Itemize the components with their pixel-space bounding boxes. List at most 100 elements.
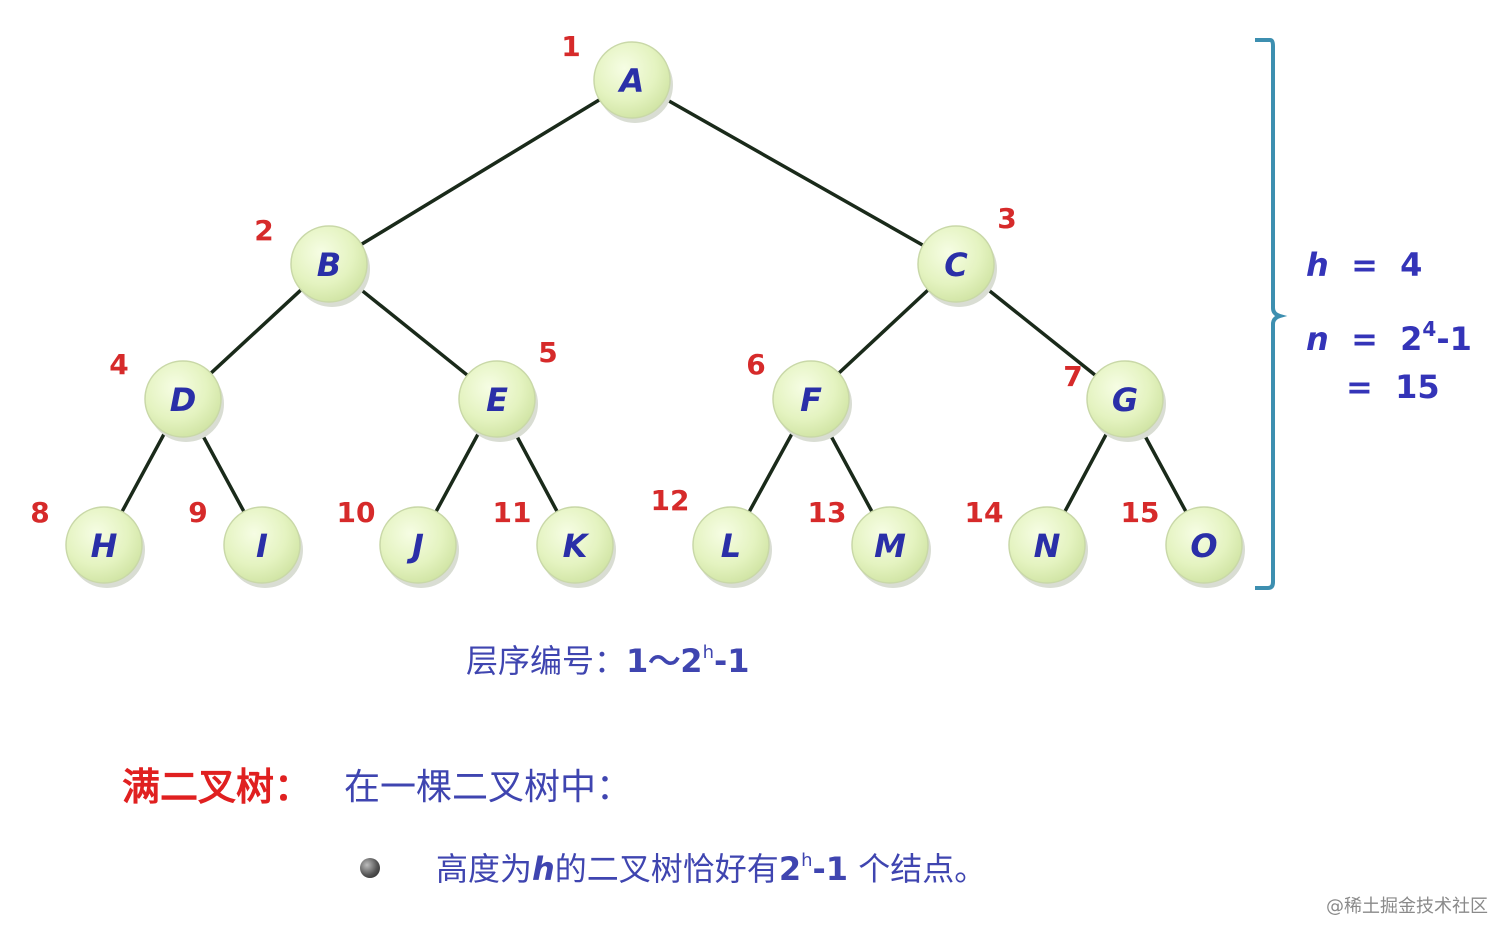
edge-a-b bbox=[359, 97, 602, 247]
node-index-9: 9 bbox=[188, 496, 207, 529]
n-exponent: 4 bbox=[1422, 317, 1437, 341]
node-circle bbox=[223, 506, 301, 584]
node-index-2: 2 bbox=[254, 214, 273, 247]
bullet-icon bbox=[360, 858, 380, 878]
node-g: G bbox=[1086, 360, 1166, 442]
level-order-caption: 层序编号：1～2h-1 bbox=[466, 636, 750, 682]
edge-d-i bbox=[199, 430, 246, 514]
bullet-part2: 的二叉树恰好有 bbox=[554, 850, 779, 888]
n2-equals: = bbox=[1346, 368, 1373, 406]
edge-g-n bbox=[1063, 430, 1109, 514]
node-circle bbox=[1008, 506, 1086, 584]
node-circle bbox=[536, 506, 614, 584]
caption-range-tail: -1 bbox=[713, 642, 750, 680]
n-base: 2 bbox=[1400, 320, 1423, 358]
node-h: H bbox=[65, 506, 145, 588]
node-index-3: 3 bbox=[997, 202, 1016, 235]
edge-a-c bbox=[663, 97, 925, 247]
node-circle bbox=[851, 506, 929, 584]
tree-edges bbox=[120, 97, 1188, 514]
node-circle bbox=[290, 225, 368, 303]
node-e: E bbox=[458, 360, 538, 442]
node-n: N bbox=[1008, 506, 1088, 588]
node-o: O bbox=[1165, 506, 1245, 588]
node-a: A bbox=[593, 41, 673, 123]
caption-label: 层序编号： bbox=[466, 642, 627, 680]
n-variable: n bbox=[1306, 320, 1329, 358]
node-label: O bbox=[1190, 527, 1217, 565]
node-circle bbox=[65, 506, 143, 584]
edge-b-d bbox=[209, 288, 303, 375]
node-index-13: 13 bbox=[808, 496, 847, 529]
bullet-part3: 个结点。 bbox=[848, 850, 987, 888]
node-index-14: 14 bbox=[965, 496, 1004, 529]
node-index-6: 6 bbox=[746, 348, 765, 381]
node-label: N bbox=[1034, 527, 1061, 565]
edge-f-l bbox=[747, 430, 795, 514]
node-f: F bbox=[772, 360, 852, 442]
h-value: 4 bbox=[1400, 246, 1423, 284]
right-brace bbox=[1255, 38, 1288, 590]
node-index-7: 7 bbox=[1063, 360, 1082, 393]
node-index-15: 15 bbox=[1121, 496, 1160, 529]
node-index-4: 4 bbox=[109, 348, 128, 381]
edge-d-h bbox=[120, 430, 167, 514]
edge-c-g bbox=[983, 285, 1098, 378]
edge-g-o bbox=[1141, 430, 1188, 514]
node-label: K bbox=[563, 527, 590, 565]
node-label: A bbox=[617, 62, 645, 100]
caption-range-exp: h bbox=[702, 642, 714, 663]
bullet-text: 高度为h的二叉树恰好有2h-1 个结点。 bbox=[436, 844, 986, 890]
height-formula: h = 4 bbox=[1306, 246, 1422, 284]
n-tail: -1 bbox=[1436, 320, 1472, 358]
h-equals: = bbox=[1351, 246, 1378, 284]
node-index-12: 12 bbox=[651, 484, 690, 517]
node-circle bbox=[458, 360, 536, 438]
node-index-1: 1 bbox=[561, 30, 580, 63]
node-circle bbox=[144, 360, 222, 438]
node-i: I bbox=[223, 506, 303, 588]
node-label: F bbox=[800, 381, 822, 419]
watermark: @稀土掘金技术社区 bbox=[1326, 896, 1488, 917]
edge-e-j bbox=[434, 430, 481, 514]
node-c: C bbox=[917, 225, 997, 307]
node-index-10: 10 bbox=[337, 496, 376, 529]
caption-range-start: 1～2 bbox=[626, 642, 703, 680]
node-index-5: 5 bbox=[538, 336, 557, 369]
definition-rest: 在一棵二叉树中： bbox=[344, 767, 633, 808]
node-circle bbox=[772, 360, 850, 438]
definition-title: 满二叉树： bbox=[122, 765, 313, 809]
node-label: H bbox=[91, 527, 118, 565]
node-circle bbox=[1165, 506, 1243, 584]
node-count-formula: n = 24-1 bbox=[1306, 317, 1472, 358]
node-label: I bbox=[256, 527, 268, 565]
node-circle bbox=[692, 506, 770, 584]
node-k: K bbox=[536, 506, 616, 588]
node-m: M bbox=[851, 506, 931, 588]
n-equals: = bbox=[1351, 320, 1378, 358]
node-label: B bbox=[317, 246, 341, 284]
node-circle bbox=[379, 506, 457, 584]
node-d: D bbox=[144, 360, 224, 442]
bullet-tail: -1 bbox=[812, 850, 849, 888]
node-count-result: = 15 bbox=[1346, 368, 1440, 406]
bullet-part1: 高度为 bbox=[436, 850, 533, 888]
h-variable: h bbox=[1306, 246, 1329, 284]
node-label: G bbox=[1112, 381, 1138, 419]
node-label: E bbox=[486, 381, 508, 419]
edge-f-m bbox=[827, 430, 874, 514]
node-label: D bbox=[170, 381, 197, 419]
bullet-h: h bbox=[532, 850, 555, 888]
node-b: B bbox=[290, 225, 370, 307]
edge-b-e bbox=[356, 286, 470, 377]
node-label: M bbox=[874, 527, 906, 565]
node-index-11: 11 bbox=[493, 496, 532, 529]
bullet-base: 2 bbox=[778, 850, 802, 888]
node-circle bbox=[917, 225, 995, 303]
node-label: C bbox=[944, 246, 968, 284]
edge-c-f bbox=[837, 288, 930, 375]
node-label: L bbox=[721, 527, 741, 565]
